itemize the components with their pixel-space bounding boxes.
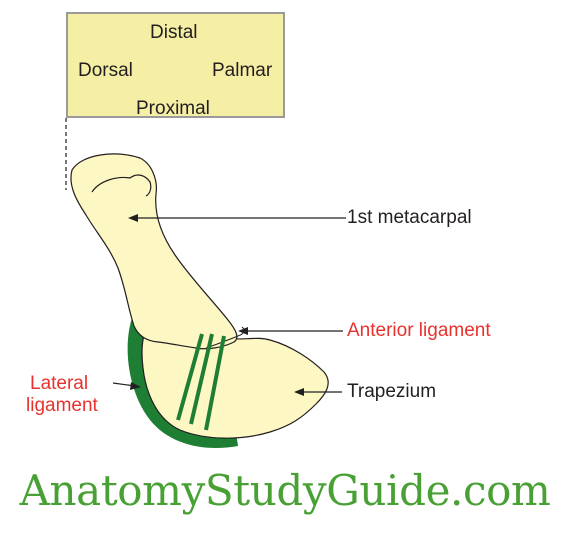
orientation-distal: Distal <box>150 22 198 43</box>
label-lateral-ligament-line2: ligament <box>26 395 98 416</box>
first-metacarpal-bone <box>70 153 238 350</box>
watermark-text: AnatomyStudyGuide.com <box>19 466 551 515</box>
orientation-proximal: Proximal <box>136 98 210 119</box>
label-anterior-ligament: Anterior ligament <box>347 320 491 341</box>
label-trapezium: Trapezium <box>347 381 437 402</box>
orientation-palmar: Palmar <box>212 60 273 81</box>
metacarpal-head-outline <box>91 174 152 197</box>
orientation-box: Distal Dorsal Palmar Proximal <box>66 12 285 118</box>
label-1st-metacarpal: 1st metacarpal <box>347 207 472 228</box>
label-lateral-ligament-line1: Lateral <box>30 373 89 394</box>
lateral-ligament <box>127 315 238 449</box>
anterior-ligament-bands <box>176 333 226 431</box>
orientation-dorsal: Dorsal <box>78 60 133 81</box>
pointer-lines <box>112 214 346 396</box>
